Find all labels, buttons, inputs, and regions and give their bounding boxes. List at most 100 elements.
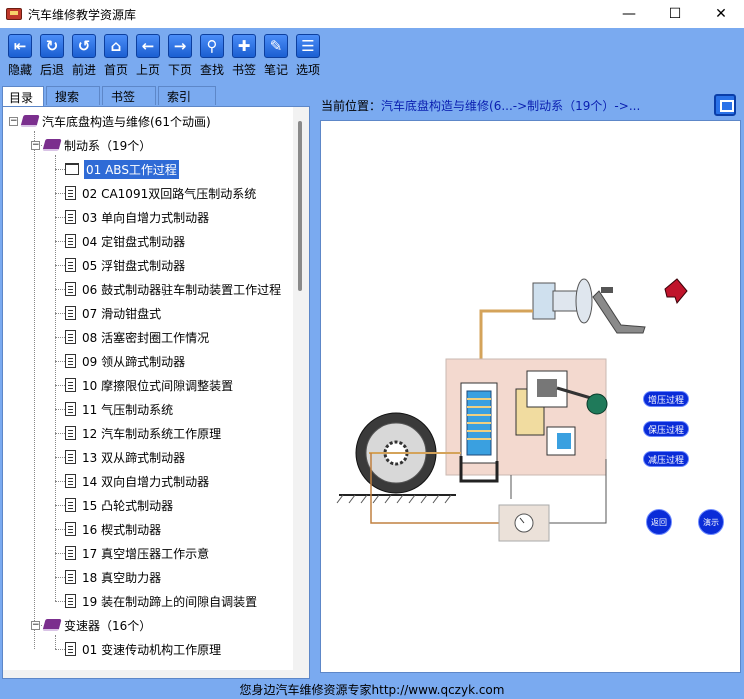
document-icon — [65, 210, 76, 224]
pedal-arrow-icon — [664, 278, 688, 305]
toolbar-label: 后退 — [39, 63, 64, 77]
return-button[interactable]: 返回 — [646, 509, 672, 535]
tree-item[interactable]: 11 气压制动系统 — [65, 397, 173, 421]
toolbar-button-forward-refresh[interactable]: ↺ 前进 — [68, 28, 100, 84]
content-panel: 当前位置：汽车底盘构造与维修(6...->制动系（19个）->... — [317, 84, 744, 680]
panel-splitter[interactable] — [313, 84, 317, 680]
tree-connector — [55, 457, 65, 458]
bookmark-icon: ✚ — [232, 34, 256, 58]
note-icon: ✎ — [264, 34, 288, 58]
toolbar-button-home[interactable]: ⌂ 首页 — [100, 28, 132, 84]
pump-motor — [586, 393, 608, 415]
toolbar-label: 选项 — [295, 63, 320, 77]
toolbar-button-options[interactable]: ☰选项 — [292, 28, 324, 84]
tree-item[interactable]: 07 滑动钳盘式 — [65, 301, 161, 325]
tree-root[interactable]: −汽车底盘构造与维修(61个动画) — [9, 109, 211, 133]
document-icon — [65, 474, 76, 488]
toolbar-button-note[interactable]: ✎笔记 — [260, 28, 292, 84]
brake-pedal — [532, 278, 646, 334]
home-icon: ⌂ — [104, 34, 128, 58]
collapse-icon[interactable]: − — [31, 619, 40, 630]
hide-panel-icon: ⇤ — [8, 34, 32, 58]
tab-search[interactable]: 搜索 — [46, 86, 101, 105]
tree-item[interactable]: 16 楔式制动器 — [65, 517, 161, 541]
toolbar-button-arrow-right[interactable]: →下页 — [164, 28, 196, 84]
tree-connector — [55, 481, 65, 482]
tree-connector — [34, 131, 35, 649]
tree-connector — [55, 577, 65, 578]
tree-item-label: 08 活塞密封圈工作情况 — [82, 330, 210, 345]
scroll-thumb[interactable] — [298, 121, 302, 291]
tree-group[interactable]: −制动系（19个） — [31, 133, 151, 157]
tree-item[interactable]: 19 装在制动蹄上的间隙自调装置 — [65, 589, 257, 613]
tree-connector — [55, 217, 65, 218]
tree-item-label: 01 ABS工作过程 — [84, 159, 179, 179]
tree-item[interactable]: 13 双从蹄式制动器 — [65, 445, 185, 469]
demo-button[interactable]: 演示 — [698, 509, 724, 535]
toolbar-label: 前进 — [71, 63, 96, 77]
toolbar-label: 隐藏 — [7, 63, 32, 77]
tree-item[interactable]: 18 真空助力器 — [65, 565, 161, 589]
toolbar-button-bookmark[interactable]: ✚书签 — [228, 28, 260, 84]
tree-connector — [55, 409, 65, 410]
document-icon — [65, 522, 76, 536]
tree-item-label: 12 汽车制动系统工作原理 — [82, 426, 222, 441]
collapse-icon[interactable]: − — [31, 139, 40, 150]
tree-vertical-scrollbar[interactable] — [293, 107, 309, 678]
tree-item-label: 07 滑动钳盘式 — [82, 306, 162, 321]
tree-item[interactable]: 04 定钳盘式制动器 — [65, 229, 185, 253]
book-icon — [42, 619, 62, 631]
maximize-button[interactable]: ☐ — [668, 6, 682, 22]
tab-bookmarks[interactable]: 书签 — [102, 86, 157, 105]
tree-item[interactable]: 01 ABS工作过程 — [65, 157, 179, 181]
back-refresh-icon: ↻ — [40, 34, 64, 58]
document-icon — [65, 450, 76, 464]
toolbar-button-hide-panel[interactable]: ⇤ 隐藏 — [4, 28, 36, 84]
tree-item[interactable]: 09 领从蹄式制动器 — [65, 349, 185, 373]
toolbar-label: 上页 — [135, 63, 160, 77]
close-button[interactable]: ✕ — [715, 6, 727, 22]
tree-item[interactable]: 05 浮钳盘式制动器 — [65, 253, 185, 277]
tree-connector — [55, 433, 65, 434]
document-icon — [65, 258, 76, 272]
tree-item[interactable]: 10 摩擦限位式间隙调整装置 — [65, 373, 233, 397]
toolbar-label: 首页 — [103, 63, 128, 77]
tree-connector — [55, 553, 65, 554]
title-bar: 汽车维修教学资源库 — ☐ ✕ — [0, 0, 744, 28]
minimize-button[interactable]: — — [622, 6, 636, 22]
search-icon: ⚲ — [200, 34, 224, 58]
tree-connector — [55, 529, 65, 530]
document-icon — [65, 426, 76, 440]
fullscreen-button[interactable] — [714, 94, 736, 116]
forward-refresh-icon: ↺ — [72, 34, 96, 58]
tree-item[interactable]: 08 活塞密封圈工作情况 — [65, 325, 209, 349]
tab-contents[interactable]: 目录 — [2, 86, 45, 107]
tree-group[interactable]: − 变速器（16个） — [31, 613, 151, 637]
arrow-right-icon: → — [168, 34, 192, 58]
book-icon — [42, 139, 62, 151]
tree-item[interactable]: 06 鼓式制动器驻车制动装置工作过程 — [65, 277, 281, 301]
anim-button-2[interactable]: 保压过程 — [643, 421, 689, 437]
animation-stage: 增压过程保压过程减压过程返回演示 — [320, 120, 741, 673]
document-icon — [65, 282, 76, 296]
tree-item[interactable]: 02 CA1091双回路气压制动系统 — [65, 181, 256, 205]
tree-connector — [55, 361, 65, 362]
tree-item[interactable]: 14 双向自增力式制动器 — [65, 469, 209, 493]
tree-item[interactable]: 12 汽车制动系统工作原理 — [65, 421, 221, 445]
tree-item[interactable]: 17 真空增压器工作示意 — [65, 541, 209, 565]
collapse-icon[interactable]: − — [9, 115, 18, 126]
anim-button-1[interactable]: 增压过程 — [643, 391, 689, 407]
tree-item-label: 18 真空助力器 — [82, 570, 162, 585]
tree-item-label: 变速器（16个） — [64, 618, 152, 633]
toolbar-button-search[interactable]: ⚲查找 — [196, 28, 228, 84]
tree-item[interactable]: 03 单向自增力式制动器 — [65, 205, 209, 229]
anim-button-3[interactable]: 减压过程 — [643, 451, 689, 467]
tree-item[interactable]: 15 凸轮式制动器 — [65, 493, 173, 517]
toolbar-button-arrow-left[interactable]: ←上页 — [132, 28, 164, 84]
toolbar-button-back-refresh[interactable]: ↻ 后退 — [36, 28, 68, 84]
tree-connector — [55, 601, 65, 602]
tree-item[interactable]: 01 变速传动机构工作原理 — [65, 637, 221, 661]
tab-index[interactable]: 索引 — [158, 86, 217, 105]
tree-horizontal-scrollbar[interactable] — [3, 670, 295, 678]
